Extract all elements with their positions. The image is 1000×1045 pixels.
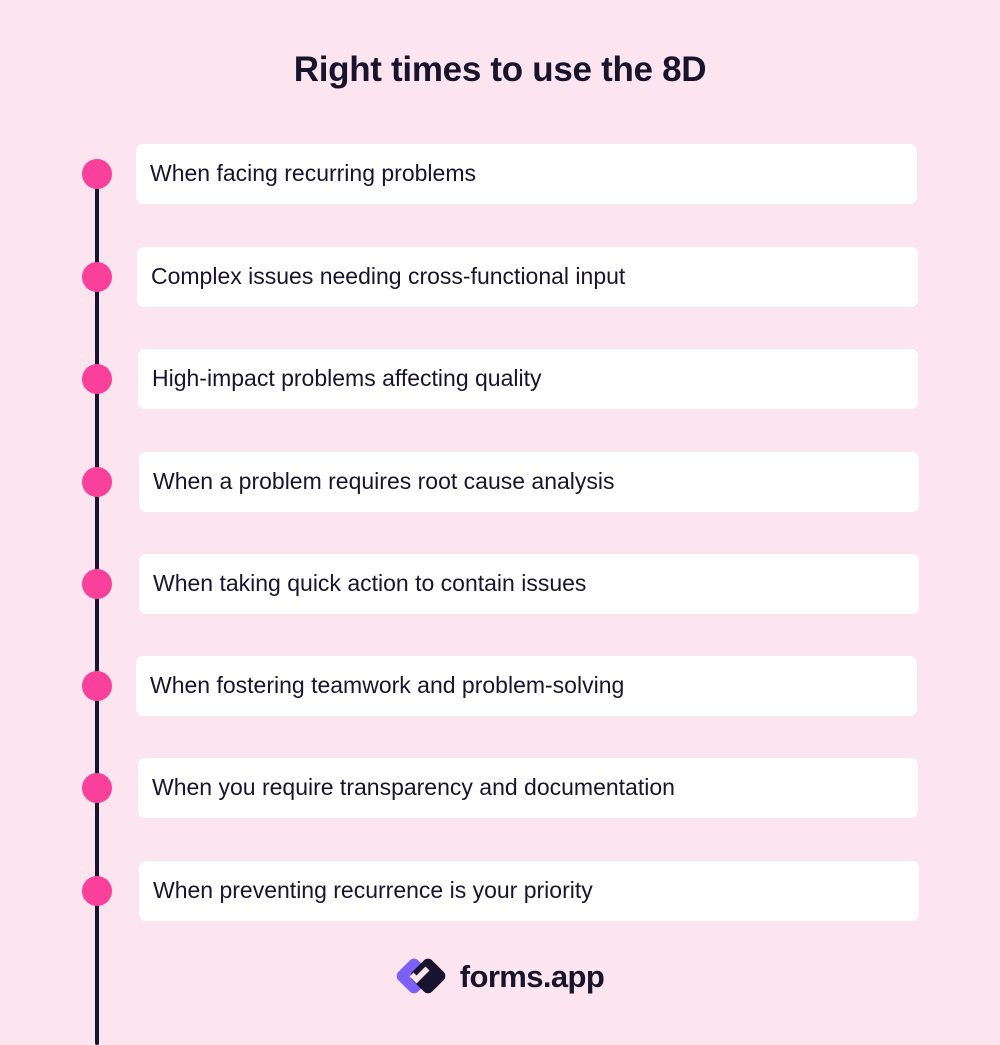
brand-footer: forms.app <box>0 952 1000 1002</box>
timeline-dot-icon <box>82 467 112 497</box>
timeline-card[interactable]: When facing recurring problems <box>136 144 917 204</box>
timeline-dot-icon <box>82 364 112 394</box>
timeline-card[interactable]: When fostering teamwork and problem-solv… <box>136 656 917 716</box>
timeline-card[interactable]: When preventing recurrence is your prior… <box>139 861 919 921</box>
page-title: Right times to use the 8D <box>293 50 707 89</box>
timeline-item: Complex issues needing cross-functional … <box>0 247 1000 307</box>
timeline-item: When you require transparency and docume… <box>0 758 1000 818</box>
timeline-dot-icon <box>82 671 112 701</box>
timeline-card[interactable]: When a problem requires root cause analy… <box>139 452 919 512</box>
brand-name: forms.app <box>459 959 605 994</box>
timeline-item: When a problem requires root cause analy… <box>0 452 1000 512</box>
timeline-dot-icon <box>82 262 112 292</box>
timeline-card-label: When facing recurring problems <box>150 160 476 187</box>
timeline-vertical-line <box>95 173 99 1045</box>
timeline-item: When facing recurring problems <box>0 144 1000 204</box>
timeline-card-label: Complex issues needing cross-functional … <box>151 263 626 290</box>
forms-app-logo-icon <box>396 958 446 994</box>
timeline-card[interactable]: High-impact problems affecting quality <box>138 349 918 409</box>
timeline-card-label: When fostering teamwork and problem-solv… <box>150 672 625 699</box>
timeline-card-label: When a problem requires root cause analy… <box>153 468 615 495</box>
timeline-card-label: High-impact problems affecting quality <box>152 365 542 392</box>
timeline-card-label: When preventing recurrence is your prior… <box>153 877 593 904</box>
timeline-card[interactable]: Complex issues needing cross-functional … <box>137 247 918 307</box>
timeline-card-label: When taking quick action to contain issu… <box>153 570 587 597</box>
timeline-item: High-impact problems affecting quality <box>0 349 1000 409</box>
timeline-dot-icon <box>82 773 112 803</box>
timeline-dot-icon <box>82 159 112 189</box>
timeline-card[interactable]: When you require transparency and docume… <box>138 758 918 818</box>
timeline-dot-icon <box>82 569 112 599</box>
timeline-card[interactable]: When taking quick action to contain issu… <box>139 554 919 614</box>
timeline-item: When fostering teamwork and problem-solv… <box>0 656 1000 716</box>
timeline-card-label: When you require transparency and docume… <box>152 774 675 801</box>
timeline-item: When taking quick action to contain issu… <box>0 554 1000 614</box>
timeline-item: When preventing recurrence is your prior… <box>0 861 1000 921</box>
timeline-dot-icon <box>82 876 112 906</box>
